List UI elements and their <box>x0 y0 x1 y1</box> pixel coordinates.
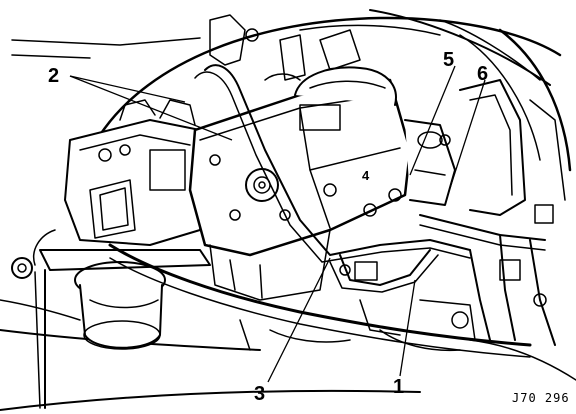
callout-labels: 2 5 6 4 3 1 <box>48 49 488 405</box>
callout-4: 4 <box>362 168 370 183</box>
callout-5: 5 <box>443 49 454 71</box>
hydraulic-unit <box>188 66 456 301</box>
figure-reference-code: J70 296 <box>512 391 570 405</box>
callout-3: 3 <box>254 383 265 405</box>
leader-lines <box>69 65 486 383</box>
left-pump-assembly <box>11 99 211 409</box>
right-frame <box>379 79 566 352</box>
callout-2: 2 <box>48 65 59 87</box>
lower-components <box>239 261 401 351</box>
brake-lines <box>108 64 556 358</box>
callout-1: 1 <box>393 376 404 398</box>
callout-6: 6 <box>477 63 488 85</box>
